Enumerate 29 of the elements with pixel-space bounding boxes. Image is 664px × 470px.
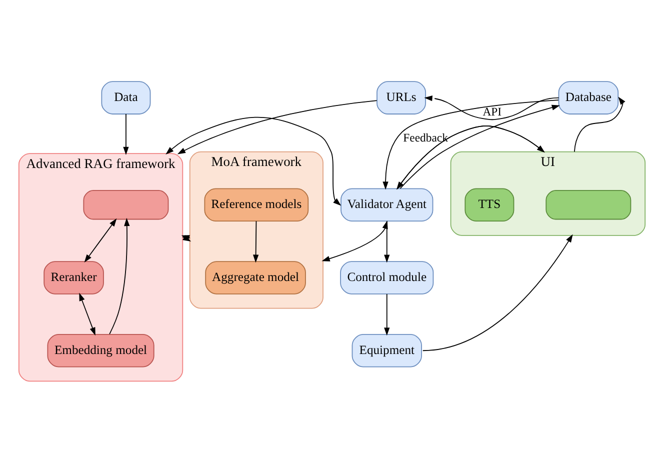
node-box: Control module <box>340 261 434 294</box>
node-box: URLs <box>376 81 426 114</box>
arrow <box>166 116 342 206</box>
node-box <box>546 190 632 220</box>
arrow <box>422 234 573 352</box>
node-box: Equipment <box>352 334 422 368</box>
node-box: Database <box>558 81 619 114</box>
node-box: Aggregate model <box>205 261 306 294</box>
arrow <box>382 100 559 190</box>
edge-label: Feedback <box>403 131 448 144</box>
arrow <box>574 96 626 152</box>
arrow <box>109 218 130 335</box>
node-box: Data <box>101 81 151 114</box>
arrow <box>424 95 560 120</box>
arrow <box>79 292 96 336</box>
node-box: Validator Agent <box>340 188 434 222</box>
arrow <box>384 220 390 263</box>
arrow <box>84 218 117 263</box>
arrow <box>252 220 259 263</box>
node-box: TTS <box>464 188 514 222</box>
node-box <box>83 190 169 220</box>
arrow <box>400 104 560 189</box>
node-box: Reference models <box>204 188 309 222</box>
edge-label: API <box>482 105 502 118</box>
node-box: Embedding model <box>47 334 154 368</box>
arrow <box>177 100 378 154</box>
arrow <box>123 114 129 155</box>
node-box: Reranker <box>44 261 104 294</box>
arrow <box>384 294 390 336</box>
